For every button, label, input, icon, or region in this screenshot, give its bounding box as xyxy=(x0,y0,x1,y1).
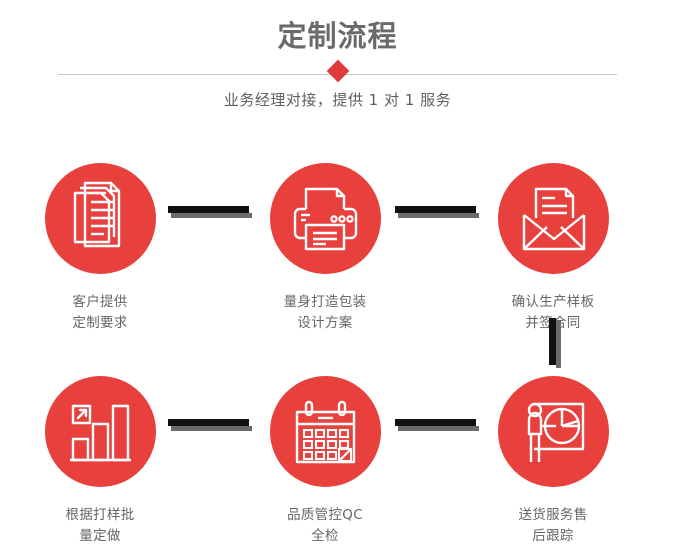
step-icon-circle xyxy=(269,376,381,487)
step-label: 量身打造包装 设计方案 xyxy=(283,294,367,331)
page-subtitle: 业务经理对接，提供 1 对 1 服务 xyxy=(223,91,452,109)
printer-icon xyxy=(293,187,357,251)
flow-step-2[interactable]: 量身打造包装 设计方案 xyxy=(212,130,438,334)
connector-horizontal xyxy=(395,206,479,218)
header-divider xyxy=(0,59,675,88)
page-header: 定制流程 业务经理对接，提供 1 对 1 服务 xyxy=(0,0,675,130)
step-icon-circle xyxy=(269,163,381,274)
connector-bar xyxy=(395,419,476,426)
step-icon-circle xyxy=(44,376,156,487)
flow-step-3[interactable]: 确认生产样板 并签合同 xyxy=(440,130,666,334)
flow-row-top: 客户提供 定制要求 xyxy=(0,130,675,368)
connector-horizontal xyxy=(168,419,252,431)
step-label: 客户提供 定制要求 xyxy=(72,294,128,331)
calendar-icon xyxy=(295,400,355,464)
flow-step-4[interactable]: 根据打样批 量定做 xyxy=(0,343,213,547)
connector-bar xyxy=(549,318,556,365)
page-title: 定制流程 xyxy=(277,19,398,53)
connector-shadow xyxy=(171,426,252,431)
step-label: 根据打样批 量定做 xyxy=(65,507,135,544)
connector-horizontal xyxy=(395,419,479,431)
flow-step-5[interactable]: 品质管控QC 全检 xyxy=(212,343,438,547)
step-label: 品质管控QC 全检 xyxy=(287,507,363,544)
connector-horizontal xyxy=(168,206,252,218)
connector-bar xyxy=(395,206,476,213)
flow-step-1[interactable]: 客户提供 定制要求 xyxy=(0,130,213,334)
bar-chart-growth-icon xyxy=(69,404,131,462)
connector-bar xyxy=(168,419,249,426)
flow-step-6[interactable]: 送货服务售 后跟踪 xyxy=(440,343,666,547)
connector-shadow xyxy=(398,426,479,431)
envelope-document-icon xyxy=(522,187,585,251)
connector-shadow xyxy=(556,321,561,368)
step-icon-circle xyxy=(497,376,609,487)
connector-shadow xyxy=(171,213,252,218)
connector-shadow xyxy=(398,213,479,218)
step-label: 送货服务售 后跟踪 xyxy=(518,507,588,544)
presenter-pie-chart-icon xyxy=(527,402,584,462)
connector-bar xyxy=(168,206,249,213)
diamond-bullet-icon xyxy=(326,59,349,83)
process-flow: 客户提供 定制要求 xyxy=(0,130,675,550)
step-icon-circle xyxy=(44,163,156,274)
connector-vertical xyxy=(549,318,561,368)
flow-row-bottom: 根据打样批 量定做 xyxy=(0,343,675,556)
documents-stack-icon xyxy=(73,181,120,248)
step-icon-circle xyxy=(497,163,609,274)
